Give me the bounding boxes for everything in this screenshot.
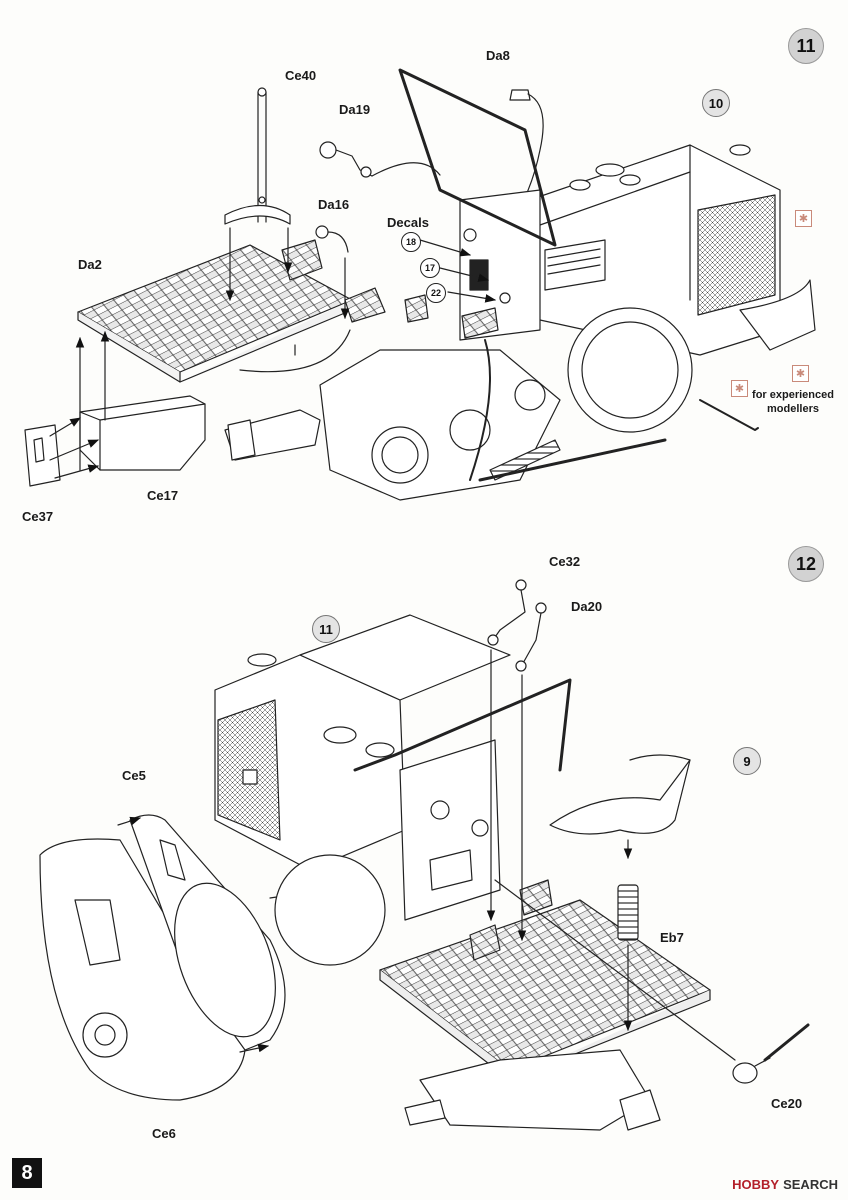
decal-number-18: 18 <box>401 232 421 252</box>
part-label-da19: Da19 <box>339 102 371 117</box>
box-ce17 <box>79 395 206 471</box>
watermark-suffix: SEARCH <box>783 1177 838 1192</box>
step11-drawing <box>24 68 816 501</box>
step-number-12: 12 <box>788 546 824 582</box>
part-label-decals: Decals <box>387 215 429 230</box>
watermark: HOBBY SEARCH <box>732 1177 838 1192</box>
seat-9 <box>549 754 691 835</box>
part-label-ce6: Ce6 <box>152 1126 176 1141</box>
tractor-body-step11 <box>224 68 816 501</box>
part-label-da20: Da20 <box>571 599 603 614</box>
lever-ce32 <box>487 579 527 646</box>
ref-subassembly-10: 10 <box>702 89 730 117</box>
experienced-modellers-note: for experienced modellers <box>748 388 838 416</box>
part-label-ce20: Ce20 <box>771 1096 803 1111</box>
shaft-ce20 <box>732 1023 810 1084</box>
asterisk-box-icon: ✱ <box>731 380 748 397</box>
watermark-brand: HOBBY <box>732 1177 780 1192</box>
tractor-body-step12 <box>214 614 736 1131</box>
part-label-ce40: Ce40 <box>285 68 317 83</box>
pipe-da16 <box>315 225 350 320</box>
ref-subassembly-9: 9 <box>733 747 761 775</box>
step-number-11: 11 <box>788 28 824 64</box>
part-label-ce5: Ce5 <box>122 768 146 783</box>
note-line-1: for experienced <box>752 389 834 401</box>
panel-ce6 <box>39 838 246 1101</box>
lever-ce40 <box>224 87 291 225</box>
ref-subassembly-11: 11 <box>312 615 340 643</box>
cover-ce5 <box>129 814 286 1051</box>
gauge-da19 <box>319 141 441 178</box>
lever-da20 <box>515 602 547 672</box>
part-label-da8: Da8 <box>486 48 510 63</box>
footplate-da2 <box>77 239 386 383</box>
decal-number-22: 22 <box>426 283 446 303</box>
part-label-da2: Da2 <box>78 257 102 272</box>
spring-eb7 <box>617 884 639 941</box>
part-label-eb7: Eb7 <box>660 930 684 945</box>
step12-drawing <box>39 579 810 1131</box>
asterisk-box-icon: ✱ <box>792 365 809 382</box>
asterisk-box-icon: ✱ <box>795 210 812 227</box>
part-label-ce32: Ce32 <box>549 554 581 569</box>
cover-ce37 <box>24 424 61 487</box>
part-label-ce17: Ce17 <box>147 488 179 503</box>
decal-number-17: 17 <box>420 258 440 278</box>
part-label-da16: Da16 <box>318 197 350 212</box>
part-label-ce37: Ce37 <box>22 509 54 524</box>
note-line-2: modellers <box>767 403 819 415</box>
page-number: 8 <box>12 1158 42 1188</box>
